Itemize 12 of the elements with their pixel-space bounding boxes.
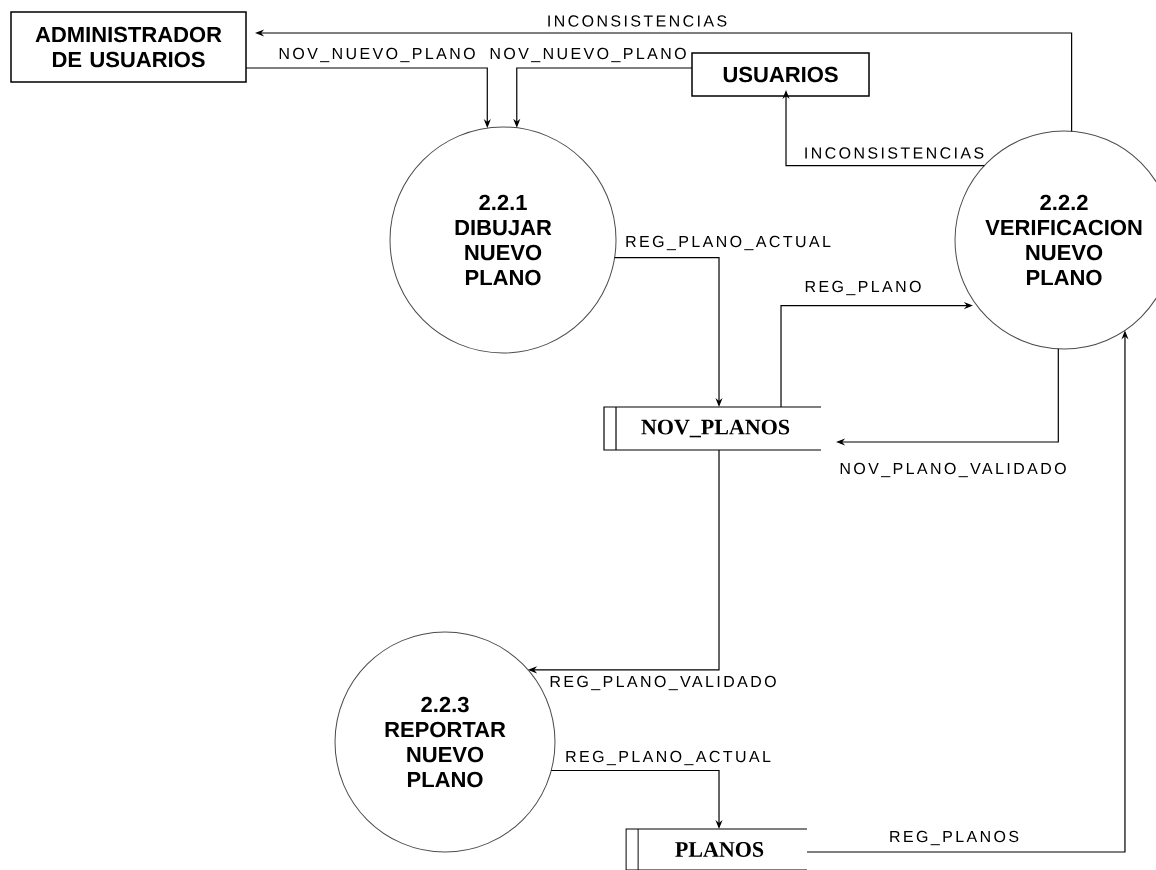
edge-label: REG_PLANO_ACTUAL — [624, 234, 832, 252]
edge-label: REG_PLANO_ACTUAL — [564, 749, 772, 767]
edge-label: REG_PLANOS — [887, 829, 1021, 847]
edge-label: INCONSISTENCIAS — [545, 14, 729, 28]
edge-label: NOV_PLANO_VALIDADO — [838, 461, 1068, 479]
data-store: NOV_PLANOS — [603, 406, 822, 451]
external-entity-box: USUARIOS — [691, 52, 870, 97]
data-store: PLANOS — [625, 828, 808, 870]
edge-label: REG_PLANO — [803, 279, 923, 297]
edge-label: NOV_NUEVO_PLANO — [488, 46, 688, 64]
edge-label: NOV_NUEVO_PLANO — [277, 46, 477, 64]
external-entity-box: ADMINISTRADOR DE USUARIOS — [10, 11, 247, 83]
